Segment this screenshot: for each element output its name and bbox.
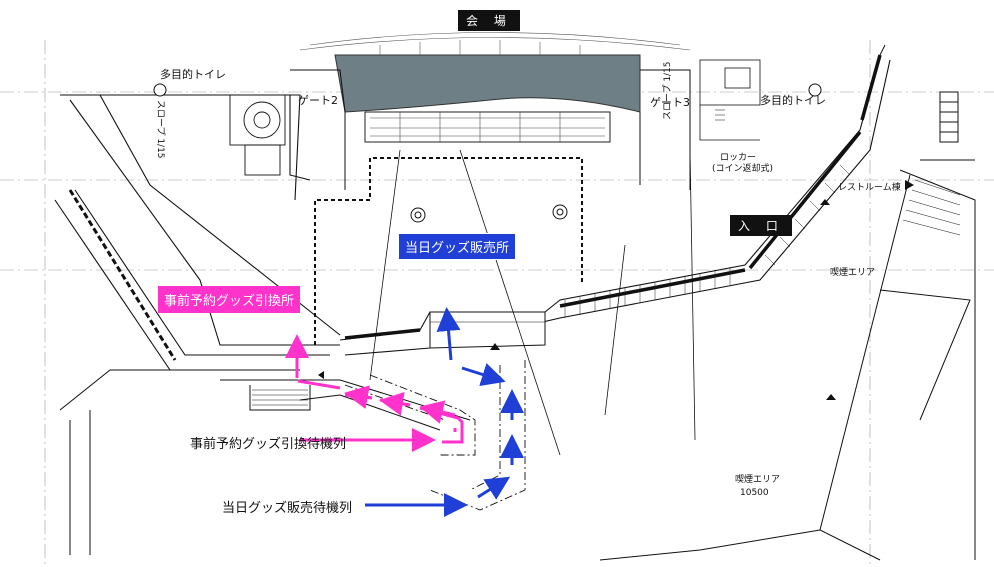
corridor: [339, 54, 891, 356]
slope-left-label: スロープ 1/15: [155, 100, 165, 159]
lower-plaza: [59, 369, 471, 555]
sameday-queue-label: 当日グッズ販売待機列: [222, 501, 353, 516]
right-restroom-block: [699, 59, 761, 141]
gate2-label: ゲート2: [298, 94, 338, 107]
restroom-right-label: 多目的トイレ: [760, 94, 826, 107]
locker-label-line2: (コイン返却式): [712, 164, 774, 174]
left-ramp-rail: [68, 189, 177, 361]
gate3-label: ゲート3: [650, 96, 690, 109]
direction-markers: [318, 199, 836, 400]
preorder-queue-label: 事前予約グッズ引換待機列: [190, 437, 347, 452]
seating-rows: [299, 32, 691, 55]
partition-line: [314, 157, 583, 345]
spiral-stair: [229, 94, 286, 176]
locker-label-line1: ロッカー: [720, 153, 757, 163]
sameday-goods-booth-label: 当日グッズ販売所: [398, 233, 517, 260]
grid-lines: [0, 40, 994, 567]
guide-lines: [369, 149, 696, 456]
smoking-area-label-2: 喫煙エリア: [735, 475, 781, 485]
slope-right-label: スロープ 1/15: [663, 61, 673, 120]
restroom-building-label: レストルーム棟: [838, 183, 901, 193]
queue-boundary: [344, 360, 526, 511]
preorder-route-arrows: [285, 334, 464, 452]
preorder-exchange-booth-label: 事前予約グッズ引換所: [158, 286, 301, 313]
stage-area: [334, 54, 641, 113]
pillars: [153, 83, 822, 223]
dimension-label: 10500: [740, 488, 769, 498]
venue-label: 会 場: [458, 10, 520, 31]
restroom-left-label: 多目的トイレ: [160, 68, 226, 81]
entrance-label: 入 口: [730, 215, 792, 236]
smoking-area-label-1: 喫煙エリア: [830, 268, 876, 278]
right-outer-area: [599, 44, 976, 561]
sameday-route-arrows: [365, 307, 524, 517]
